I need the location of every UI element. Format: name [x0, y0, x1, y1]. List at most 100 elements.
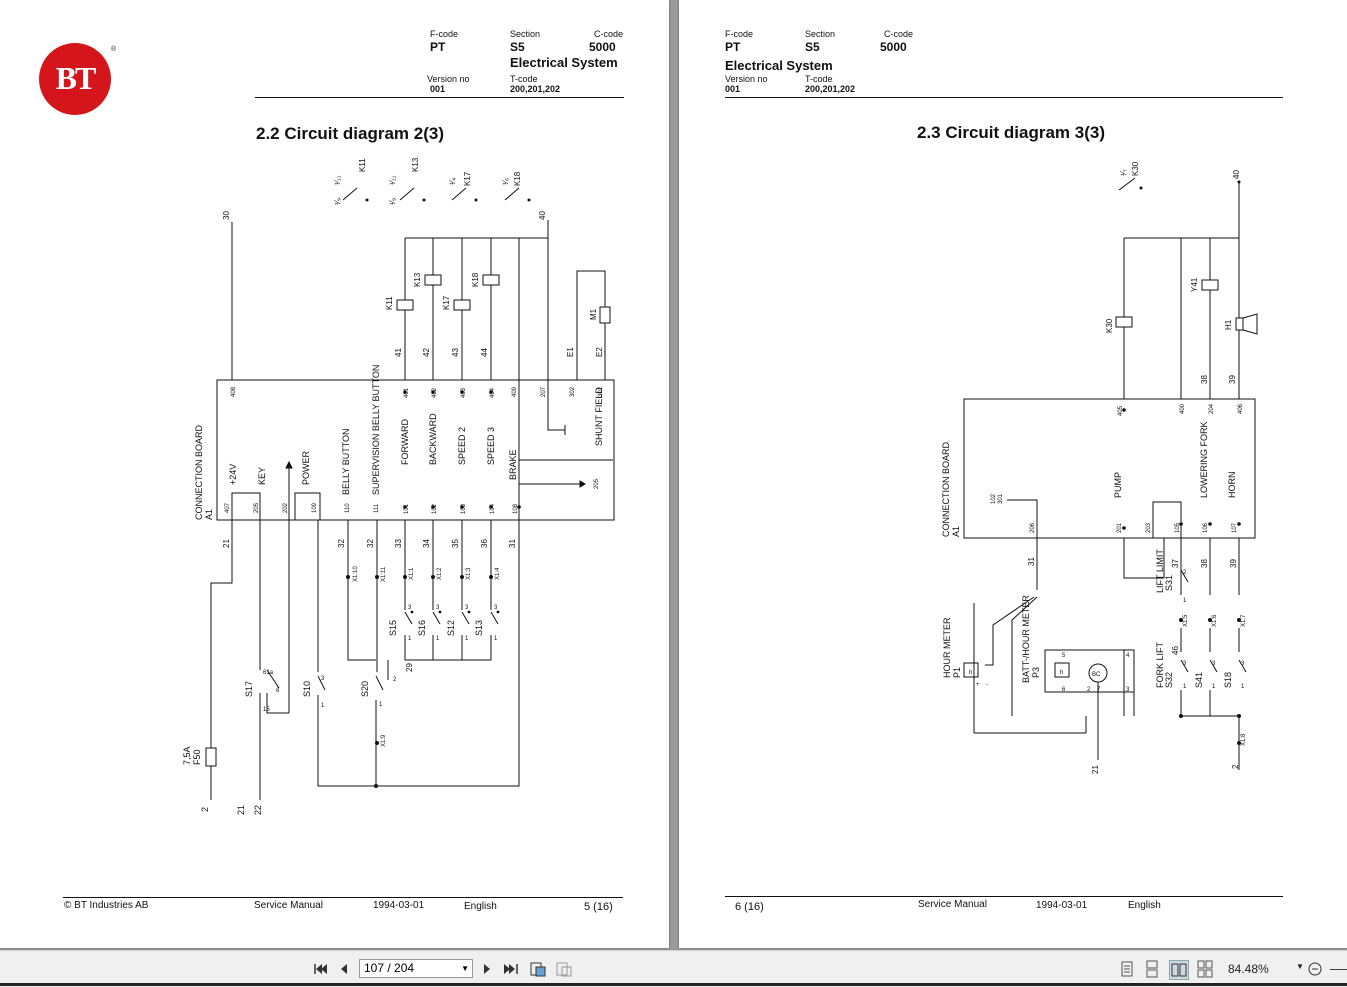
pin-label: 1 — [321, 703, 325, 709]
registered-mark: ® — [111, 46, 117, 53]
function-label: +24V — [228, 464, 238, 485]
connector-label: X1:3 — [466, 567, 472, 580]
connector-label: X1:10 — [353, 566, 359, 582]
horn-h1 — [1235, 317, 1244, 331]
function-label: HORN — [1227, 472, 1237, 499]
version-label: Version no — [725, 74, 768, 84]
zoom-dropdown-icon[interactable]: ▼ — [1296, 962, 1304, 971]
pin-label: 107 — [1232, 522, 1238, 533]
wire-label: 21 — [1091, 765, 1100, 774]
first-page-icon[interactable] — [311, 960, 329, 978]
pin-label: 1 — [1241, 684, 1245, 690]
wire-label: 41 — [394, 348, 403, 357]
contact-ref: ¹⁄₁₁ — [333, 175, 342, 185]
page-dropdown-icon[interactable]: ▼ — [461, 964, 469, 973]
connector-label: X1:6 — [1212, 614, 1218, 627]
contact-ref: ¹⁄₁₁ — [388, 175, 397, 185]
function-label: POWER — [301, 450, 311, 485]
section-value: S5 — [805, 40, 820, 54]
function-label: BACKWARD — [428, 413, 438, 465]
pin-label: 104 — [490, 503, 496, 514]
pin-label: 403 — [461, 387, 467, 398]
pin-label: 105 — [1175, 522, 1181, 533]
zoom-level[interactable]: 84.48% — [1228, 962, 1269, 976]
pin-label: 205 — [254, 502, 260, 513]
pin-label: 203 — [1146, 522, 1152, 533]
contact-label-k18: K18 — [513, 171, 522, 186]
pin-label: 3 — [465, 605, 469, 611]
pin-label: 207 — [541, 386, 547, 397]
single-page-icon[interactable] — [1118, 960, 1136, 978]
device-label: S32 — [1164, 672, 1174, 688]
zoom-out-icon[interactable] — [1306, 960, 1324, 978]
continuous-icon[interactable] — [1143, 960, 1161, 978]
coil-label: K17 — [442, 295, 451, 310]
wire-label: 31 — [508, 539, 517, 548]
ccode-value: 5000 — [589, 40, 616, 54]
batt-hour-meter-label: BATT-/HOUR METER — [1021, 595, 1031, 683]
coil-label: Y41 — [1190, 277, 1199, 292]
wire-label: 22 — [253, 805, 263, 815]
fit-page-icon[interactable] — [529, 960, 547, 978]
pin-label: 201 — [1117, 522, 1123, 533]
footer-manual: Service Manual — [254, 900, 323, 911]
page-number-field[interactable]: 107 / 204 ▼ — [359, 959, 473, 978]
footer-rule — [725, 896, 1283, 897]
wire-label: 39 — [1228, 375, 1237, 384]
next-page-icon[interactable] — [478, 960, 496, 978]
contact-subref: ¹⁄₉ — [333, 198, 342, 205]
pin-label: 102 — [432, 503, 438, 514]
document-viewer[interactable]: BT ® F-code Section C-code PT S5 5000 El… — [0, 0, 1347, 950]
motor-m1 — [599, 306, 611, 324]
tcode-label: T-code — [805, 74, 833, 84]
pin-label: 406 — [1238, 403, 1244, 414]
footer-rule — [63, 897, 623, 898]
fcode-value: PT — [725, 40, 741, 54]
switch-label: S10 — [302, 681, 312, 697]
lift-limit-label: LIFT LIMIT — [1155, 549, 1165, 593]
prev-page-icon[interactable] — [335, 960, 353, 978]
pin-label: 402 — [432, 387, 438, 398]
pin-label: 3 — [494, 605, 498, 611]
pin-label: 409 — [512, 386, 518, 397]
viewer-toolbar: 107 / 204 ▼ 84.48% ▼ — [0, 950, 1347, 987]
wire-label: 31 — [1027, 557, 1036, 566]
batt-hour-meter-p3 — [1044, 649, 1135, 693]
connection-board-box — [963, 398, 1256, 539]
pin-label: 3 — [321, 676, 325, 682]
pin-label: 1 — [408, 636, 412, 642]
pin-label: 1 — [436, 636, 440, 642]
function-label: PUMP — [1113, 472, 1123, 498]
pin-label: 4 — [1126, 653, 1130, 659]
footer-page: 5 (16) — [584, 901, 613, 913]
pin-label: 1 — [494, 636, 498, 642]
last-page-icon[interactable] — [502, 960, 520, 978]
coil-k17 — [453, 299, 471, 311]
version-value: 001 — [430, 84, 446, 94]
pin-label: 3 — [1212, 661, 1216, 667]
connector-label: X1:4 — [495, 567, 501, 580]
pin-label: 109 — [312, 502, 318, 513]
wire-label: 33 — [394, 539, 403, 548]
pin-label: 108 — [513, 503, 519, 514]
pin-label: 204 — [1209, 403, 1215, 414]
pin-label: 206 — [1030, 522, 1036, 533]
function-label: KEY — [257, 467, 267, 485]
wire-label: 34 — [422, 539, 431, 548]
zoom-slider[interactable] — [1330, 969, 1347, 970]
wire-label: 42 — [422, 348, 431, 357]
pin-label: 102 — [991, 493, 997, 504]
tcode-label: T-code — [510, 74, 538, 84]
coil-k18 — [482, 274, 500, 286]
wire-label: 2 — [200, 807, 210, 812]
two-page-continuous-icon[interactable] — [1196, 960, 1214, 978]
coil-label: K11 — [385, 296, 394, 310]
window-bottom-edge — [0, 983, 1347, 986]
fit-width-icon[interactable] — [555, 960, 573, 978]
coil-label: K30 — [1105, 318, 1114, 333]
page-number-value: 107 / 204 — [364, 961, 415, 975]
two-page-icon[interactable] — [1169, 960, 1189, 980]
contact-ref: ¹⁄₆ — [501, 178, 510, 185]
device-label: S31 — [1164, 575, 1174, 591]
pin-label: 1 — [1183, 598, 1187, 604]
